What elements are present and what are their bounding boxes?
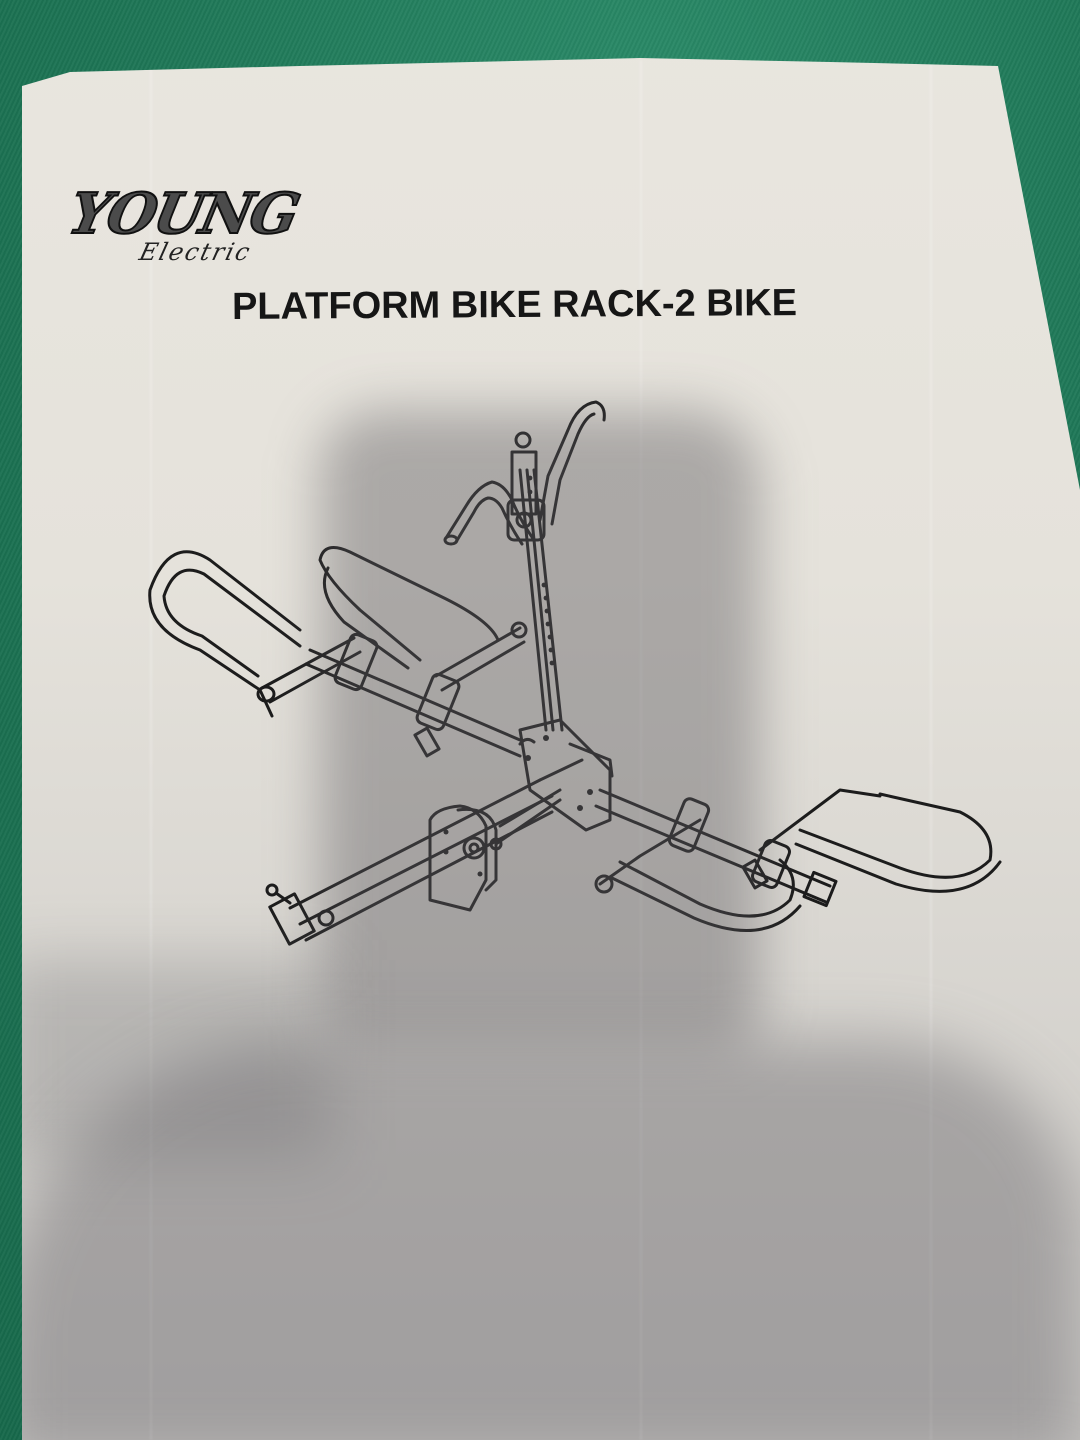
wheel-cradle-left-outer <box>148 550 362 718</box>
frame-hook-arm-front <box>538 400 606 526</box>
hitch-pin <box>265 883 292 905</box>
crossbar <box>304 648 838 908</box>
frame-hook-arm-rear <box>443 480 546 546</box>
wheel-cradle-right-outer <box>751 788 1002 893</box>
central-hub-bracket <box>518 718 614 832</box>
tilt-pivot-bracket <box>428 788 562 912</box>
hitch-receiver-bar <box>268 758 584 946</box>
paper-fold-line <box>640 60 642 1440</box>
paper-fold-line <box>150 60 152 1440</box>
center-mast <box>510 431 564 732</box>
wheel-cradle-right-inner <box>594 797 802 932</box>
anti-rattle-knob <box>317 909 335 927</box>
paper-fold-line <box>930 60 932 1440</box>
cradle-clamp <box>333 632 461 758</box>
